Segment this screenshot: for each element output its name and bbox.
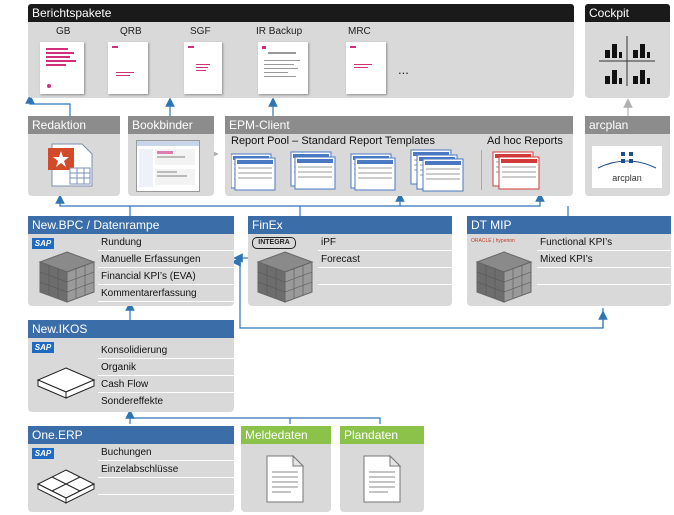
adhoc-reports-label: Ad hoc Reports: [487, 135, 563, 147]
finex-box: FinEx INTEGRA iPF Forecast: [248, 216, 452, 306]
newikos-functions: Konsolidierung Organik Cash Flow Sondere…: [98, 342, 234, 410]
list-item: Mixed KPI’s: [537, 251, 671, 268]
list-item: [537, 285, 671, 302]
report-templates-stack: [231, 149, 464, 192]
oneerp-functions: Buchungen Einzelabschlüsse: [98, 444, 234, 512]
data-cube-icon: [475, 251, 533, 303]
integra-logo: INTEGRA: [252, 237, 296, 249]
list-item: Konsolidierung: [98, 342, 234, 359]
list-item: Cash Flow: [98, 376, 234, 393]
list-item: Rundung: [98, 234, 234, 251]
oneerp-box: One.ERP SAP Buchungen Einzelabschlüsse: [28, 426, 234, 512]
report-doc-mrc[interactable]: [346, 42, 386, 94]
arcplan-logo: arcplan: [592, 146, 662, 188]
list-item: Kommentarerfassung: [98, 285, 234, 302]
cockpit-title: Cockpit: [585, 4, 670, 22]
sap-logo: SAP: [32, 342, 54, 353]
adhoc-reports-stack: [492, 151, 540, 190]
arrow-bpc-to-epm: [129, 192, 405, 216]
epm-client-box: EPM-Client Report Pool – Standard Report…: [225, 116, 573, 196]
more-reports-ellipsis: ...: [398, 62, 409, 77]
data-file-icon: [266, 454, 305, 503]
oracle-hyperion-logo: ORACLE | hyperion: [471, 238, 515, 244]
dtmip-box: DT MIP ORACLE | hyperion Functional KPI’…: [467, 216, 671, 306]
list-item: [318, 285, 452, 302]
arcplan-logo-text: arcplan: [612, 173, 642, 183]
newbpc-title: New.BPC / Datenrampe: [28, 216, 234, 234]
database-grid-icon: [36, 469, 96, 504]
finex-functions: iPF Forecast: [318, 234, 452, 302]
bookbinder-title: Bookbinder: [128, 116, 214, 134]
list-item: [537, 268, 671, 285]
report-pool-label: Report Pool – Standard Report Templates: [231, 135, 436, 147]
list-item: [98, 478, 234, 495]
plandaten-title: Plandaten: [340, 426, 424, 444]
cockpit-dashboard-icon: [599, 36, 655, 86]
redaktion-title: Redaktion: [28, 116, 120, 134]
report-doc-sgf[interactable]: [184, 42, 222, 94]
dtmip-functions: Functional KPI’s Mixed KPI’s: [537, 234, 671, 302]
plandaten-box: Plandaten: [340, 426, 424, 512]
arcplan-title: arcplan: [585, 116, 670, 134]
redaktion-box: Redaktion: [28, 116, 120, 196]
cockpit-box: Cockpit: [585, 4, 670, 98]
meldedaten-title: Meldedaten: [241, 426, 331, 444]
report-pool-divider: [481, 150, 482, 190]
dtmip-title: DT MIP: [467, 216, 671, 234]
data-cube-icon: [256, 251, 314, 303]
finex-title: FinEx: [248, 216, 452, 234]
epm-client-title: EPM-Client: [225, 116, 573, 134]
berichtspakete-title: Berichtspakete: [28, 4, 574, 22]
report-label-ir-backup: IR Backup: [256, 26, 303, 37]
bookbinder-screenshot-thumb: [136, 140, 200, 192]
list-item: Forecast: [318, 251, 452, 268]
list-item: iPF: [318, 234, 452, 251]
sap-logo: SAP: [32, 448, 54, 459]
data-cube-icon: [38, 251, 96, 303]
list-item: Manuelle Erfassungen: [98, 251, 234, 268]
list-item: Financial KPI’s (EVA): [98, 268, 234, 285]
document-editor-icon: [48, 143, 93, 187]
report-label-mrc: MRC: [348, 26, 371, 37]
sap-logo: SAP: [32, 238, 54, 249]
berichtspakete-box: Berichtspakete GB QRB SGF IR Backup MRC …: [28, 4, 574, 98]
arcplan-box: arcplan arcplan: [585, 116, 670, 196]
report-doc-qrb[interactable]: [108, 42, 148, 94]
report-doc-ir-backup[interactable]: [258, 42, 308, 94]
meldedaten-box: Meldedaten: [241, 426, 331, 512]
list-item: Organik: [98, 359, 234, 376]
list-item: Functional KPI’s: [537, 234, 671, 251]
report-label-gb: GB: [56, 26, 71, 37]
list-item: Einzelabschlüsse: [98, 461, 234, 478]
newikos-title: New.IKOS: [28, 320, 234, 338]
database-slab-icon: [36, 367, 96, 399]
newbpc-box: New.BPC / Datenrampe SAP Rundung Manuell…: [28, 216, 234, 306]
arrow-redaktion-to-berichtspakete: [25, 94, 71, 116]
list-item: [318, 268, 452, 285]
newbpc-functions: Rundung Manuelle Erfassungen Financial K…: [98, 234, 234, 302]
list-item: [98, 495, 234, 512]
oneerp-title: One.ERP: [28, 426, 234, 444]
data-file-icon: [363, 454, 402, 503]
newikos-box: New.IKOS SAP Konsolidierung Organik Cash…: [28, 320, 234, 412]
list-item: Buchungen: [98, 444, 234, 461]
list-item: Sondereffekte: [101, 396, 164, 407]
report-label-sgf: SGF: [190, 26, 211, 37]
report-label-qrb: QRB: [120, 26, 142, 37]
bookbinder-box: Bookbinder: [128, 116, 214, 196]
report-doc-gb[interactable]: [40, 42, 84, 94]
